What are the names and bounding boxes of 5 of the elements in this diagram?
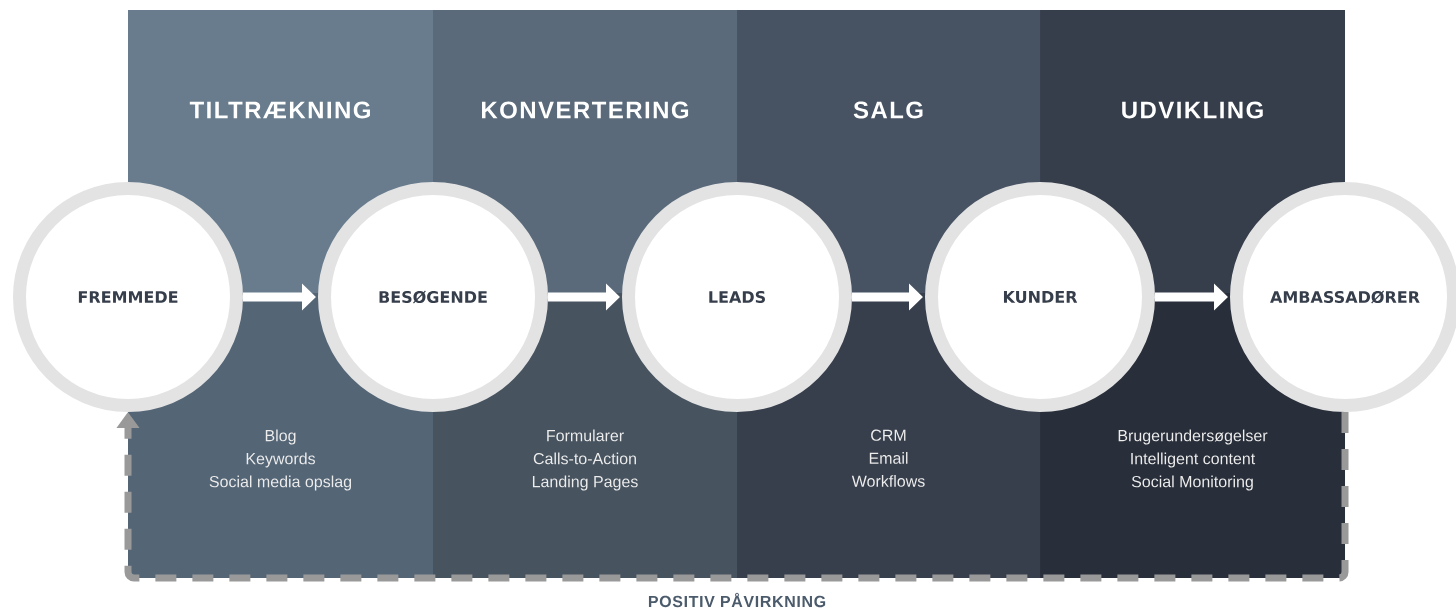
- node-label: KONVERTERING: [482, 101, 689, 119]
- node-label: SALG: [853, 101, 923, 119]
- edge-label: POSITIV PÅVIRKNING: [648, 592, 826, 608]
- node-label: UDVIKLING: [1122, 101, 1263, 119]
- node-label: TILTRÆKNING: [189, 101, 370, 119]
